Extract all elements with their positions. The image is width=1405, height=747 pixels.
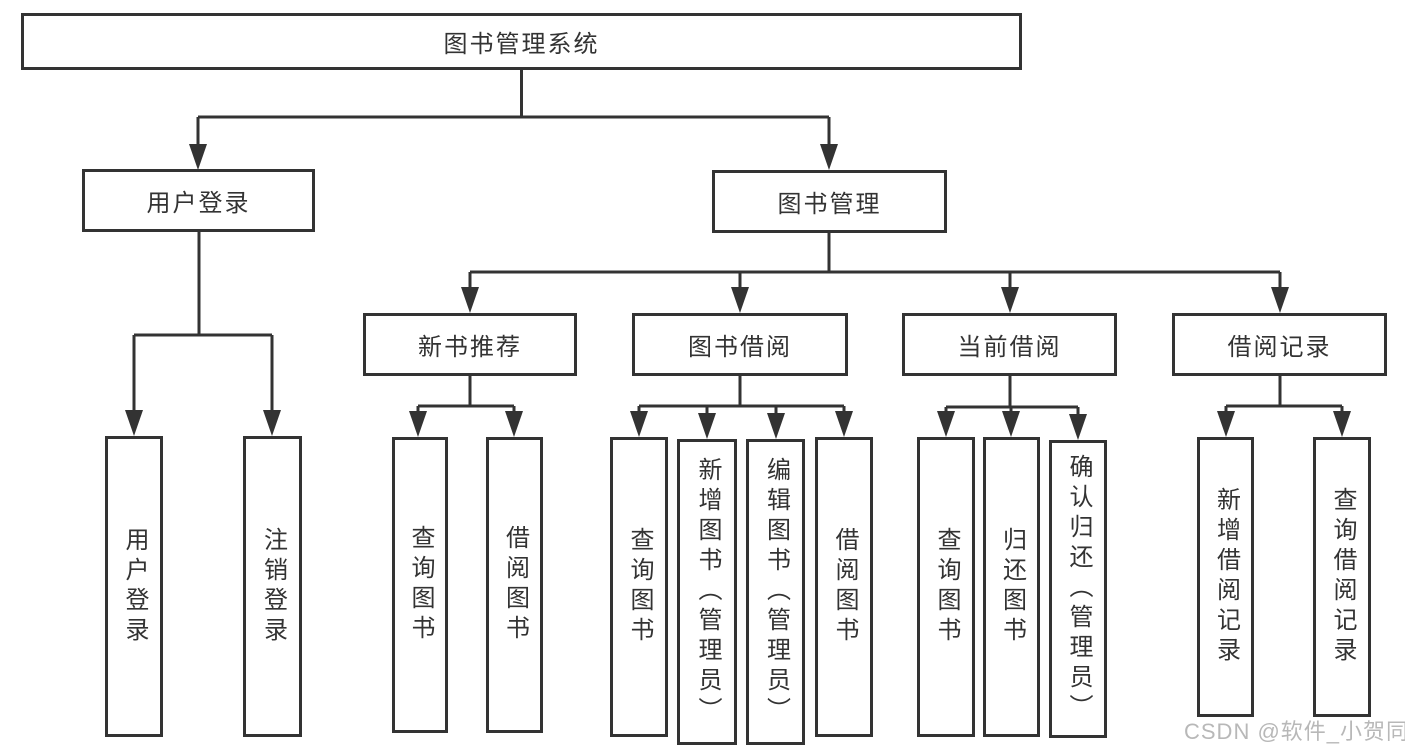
leaf-add-book-admin-label: 新增图书（管理员） [694, 457, 721, 727]
leaf-edit-book-admin-label: 编辑图书（管理员） [762, 457, 790, 727]
node-user-login-label: 用户登录 [146, 190, 251, 217]
leaf-logout-label: 注销登录 [259, 526, 287, 647]
connector-bookmgmt-to-level3 [468, 233, 1282, 289]
node-user-login: 用户登录 [82, 169, 315, 232]
leaf-user-login: 用户登录 [105, 436, 163, 737]
leaf-add-borrow-record: 新增借阅记录 [1197, 437, 1254, 717]
leaf-query-books-current: 查询图书 [917, 437, 975, 737]
connector-borrow-to-leaves [637, 376, 846, 415]
leaf-return-book-label: 归还图书 [998, 527, 1026, 647]
leaf-borrow-books: 借阅图书 [815, 437, 873, 737]
leaf-confirm-return-admin-label: 确认归还（管理员） [1065, 454, 1092, 724]
leaf-borrow-books-recommend-label: 借阅图书 [501, 525, 529, 645]
leaf-query-books-borrow-label: 查询图书 [626, 527, 653, 647]
node-system-root: 图书管理系统 [21, 13, 1022, 70]
connector-current-to-leaves [944, 376, 1080, 416]
node-system-root-label: 图书管理系统 [443, 31, 600, 58]
node-new-book-recommend-label: 新书推荐 [418, 334, 522, 361]
leaf-query-books-borrow: 查询图书 [610, 437, 668, 737]
leaf-user-login-label: 用户登录 [121, 526, 148, 647]
leaf-add-book-admin: 新增图书（管理员） [677, 439, 737, 745]
leaf-add-borrow-record-label: 新增借阅记录 [1212, 487, 1240, 667]
connector-userlogin-to-leaves [132, 231, 274, 412]
node-borrow-records: 借阅记录 [1172, 313, 1387, 376]
leaf-borrow-books-label: 借阅图书 [831, 527, 858, 647]
node-new-book-recommend: 新书推荐 [363, 313, 577, 376]
leaf-query-books-current-label: 查询图书 [933, 527, 960, 647]
leaf-confirm-return-admin: 确认归还（管理员） [1049, 440, 1107, 738]
connector-root-to-level2 [196, 69, 831, 146]
leaf-return-book: 归还图书 [983, 437, 1040, 737]
node-book-management: 图书管理 [712, 170, 947, 233]
node-current-borrow: 当前借阅 [902, 313, 1117, 376]
connector-records-to-leaves [1224, 376, 1344, 413]
node-borrow-records-label: 借阅记录 [1227, 334, 1332, 361]
leaf-query-books-recommend-label: 查询图书 [407, 525, 434, 645]
node-book-borrow: 图书借阅 [632, 313, 848, 376]
leaf-edit-book-admin: 编辑图书（管理员） [746, 439, 805, 745]
node-book-management-label: 图书管理 [777, 191, 882, 218]
leaf-borrow-books-recommend: 借阅图书 [486, 437, 543, 733]
leaf-logout: 注销登录 [243, 436, 302, 737]
leaf-query-borrow-record: 查询借阅记录 [1313, 437, 1371, 717]
leaf-query-books-recommend: 查询图书 [392, 437, 448, 733]
node-book-borrow-label: 图书借阅 [688, 334, 792, 361]
connector-newbook-to-leaves [416, 376, 516, 413]
leaf-query-borrow-record-label: 查询借阅记录 [1329, 487, 1356, 667]
csdn-watermark: CSDN @软件_小贺同学 [1184, 719, 1405, 744]
node-current-borrow-label: 当前借阅 [957, 334, 1062, 361]
